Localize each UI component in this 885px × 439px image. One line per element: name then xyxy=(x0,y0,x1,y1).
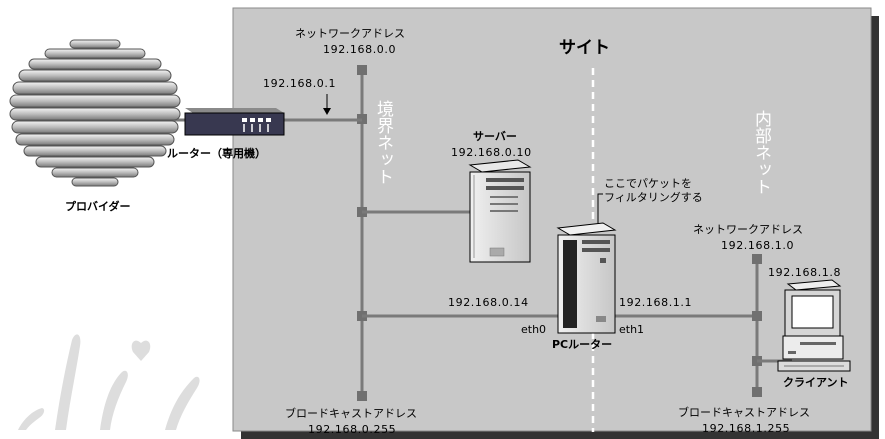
client-computer-icon xyxy=(777,279,851,372)
server-icon xyxy=(468,159,532,263)
eth0-ip: 192.168.0.14 xyxy=(448,296,529,309)
client-ip: 192.168.1.8 xyxy=(768,266,841,279)
pc-router-icon xyxy=(556,222,617,334)
site-panel xyxy=(232,7,872,432)
border-net-label: 境界ネット xyxy=(373,100,394,185)
site-title: サイト xyxy=(559,38,610,58)
pc-router-note-line1: ここでパケットを xyxy=(604,177,692,190)
dedicated-router-label: ルーター（専用機） xyxy=(167,146,266,160)
arrow-down-icon xyxy=(323,94,331,115)
provider-globe-icon xyxy=(9,39,181,187)
left-broadcast-label: ブロードキャストアドレス xyxy=(285,406,417,420)
left-broadcast-address: 192.168.0.255 xyxy=(308,423,396,436)
pc-router-label: PCルーター xyxy=(552,338,612,351)
dedicated-router-icon xyxy=(184,108,285,136)
dedicated-router-ip: 192.168.0.1 xyxy=(263,77,336,90)
provider-label: プロバイダー xyxy=(65,199,131,213)
server-label: サーバー xyxy=(473,130,517,143)
pc-router-note-line2: フィルタリングする xyxy=(604,190,703,204)
pc-router-note-leader xyxy=(597,193,603,228)
eth1-ip: 192.168.1.1 xyxy=(619,296,692,309)
internal-net-label: 内部ネット xyxy=(751,110,772,195)
watermark-flourish xyxy=(18,334,200,430)
left-network-address: 192.168.0.0 xyxy=(323,43,396,56)
right-network-address: 192.168.1.0 xyxy=(721,239,794,252)
client-label: クライアント xyxy=(783,376,849,389)
right-broadcast-label: ブロードキャストアドレス xyxy=(678,405,810,419)
right-broadcast-address: 192.168.1.255 xyxy=(702,422,790,435)
server-ip: 192.168.0.10 xyxy=(451,146,532,159)
right-network-address-label: ネットワークアドレス xyxy=(693,223,803,236)
eth1-label: eth1 xyxy=(619,323,644,336)
left-network-address-label: ネットワークアドレス xyxy=(295,27,405,40)
eth0-label: eth0 xyxy=(521,323,546,336)
